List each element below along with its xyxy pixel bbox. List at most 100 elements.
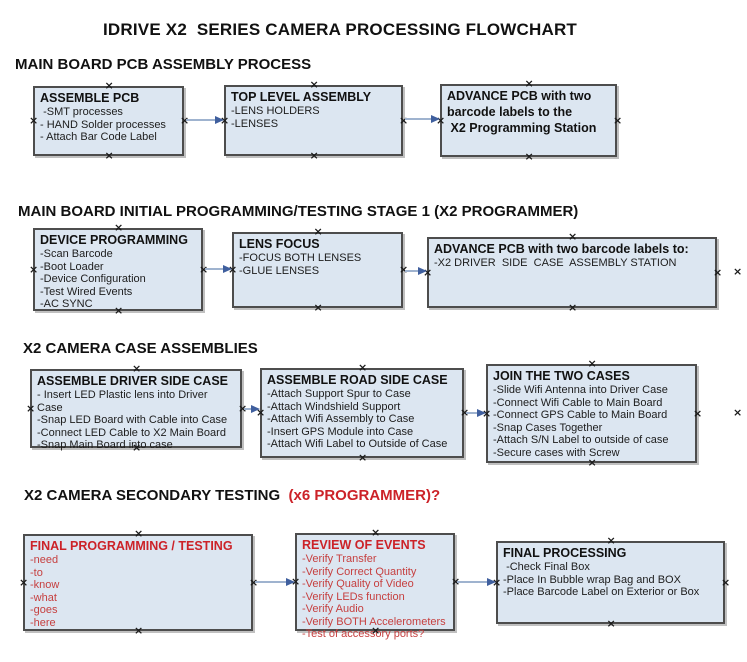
box-item: -Attach S/N Label to outside of case <box>493 434 669 446</box>
box-item: -Secure cases with Screw <box>493 446 620 459</box>
flow-box: FINAL PROGRAMMING / TESTING-need-to-know… <box>23 534 253 631</box>
box-item: -AC SYNC <box>40 298 93 310</box>
box-item-list: -Check Final Box-Place In Bubble wrap Ba… <box>503 561 719 599</box>
box-item: -Device Configuration <box>40 273 146 285</box>
box-item: -here <box>30 616 56 629</box>
box-item-list: -Verify Transfer-Verify Correct Quantity… <box>302 553 449 641</box>
arrow-head-icon <box>215 116 224 124</box>
anchor-x-mark: × <box>733 265 743 278</box>
box-item: - HAND Solder processes <box>40 118 166 131</box>
section-heading-text: MAIN BOARD INITIAL PROGRAMMING/TESTING S… <box>18 203 579 220</box>
section-heading-suffix: (x6 PROGRAMMER)? <box>284 487 441 504</box>
box-item: -LENSES <box>231 117 279 130</box>
section-heading: X2 CAMERA SECONDARY TESTING (x6 PROGRAMM… <box>24 487 440 504</box>
connector-arrow <box>405 118 433 120</box>
connector-arrow <box>405 270 420 272</box>
box-item: -LENS HOLDERS <box>231 105 320 117</box>
section-heading: MAIN BOARD PCB ASSEMBLY PROCESS <box>15 56 311 73</box>
box-item-list: -Attach Support Spur to Case-Attach Wind… <box>267 388 458 451</box>
box-item: -Boot Loader <box>40 260 104 273</box>
flow-box: DEVICE PROGRAMMING-Scan Barcode-Boot Loa… <box>33 228 203 311</box>
box-item-list: -SMT processes- HAND Solder processes- A… <box>40 106 178 144</box>
box-item: -Slide Wifi Antenna into Driver Case <box>493 384 668 396</box>
section-heading-text: MAIN BOARD PCB ASSEMBLY PROCESS <box>15 56 312 73</box>
section-heading-text: X2 CAMERA SECONDARY TESTING <box>24 487 285 504</box>
box-item: - Attach Bar Code Label <box>40 131 157 143</box>
box-item-list: - Insert LED Plastic lens into Driver Ca… <box>37 389 236 452</box>
connector-arrow <box>457 581 489 583</box>
box-item: -Verify BOTH Accelerometers <box>302 615 446 628</box>
connector-arrow <box>186 119 217 121</box>
flow-box: ASSEMBLE DRIVER SIDE CASE- Insert LED Pl… <box>30 369 242 451</box>
box-title: JOIN THE TWO CASES <box>493 369 630 383</box>
flow-box: REVIEW OF EVENTS-Verify Transfer-Verify … <box>295 533 455 640</box>
box-item: -Check Final Box <box>503 561 590 573</box>
flow-box: ASSEMBLE PCB -SMT processes- HAND Solder… <box>33 86 184 156</box>
flow-box: LENS FOCUS-FOCUS BOTH LENSES-GLUE LENSES <box>232 232 403 308</box>
box-item: -SMT processes <box>40 106 123 118</box>
arrow-head-icon <box>431 115 440 123</box>
section-heading: MAIN BOARD INITIAL PROGRAMMING/TESTING S… <box>18 203 578 220</box>
section-heading: X2 CAMERA CASE ASSEMBLIES <box>23 340 258 357</box>
box-item: -Connect Wifi Cable to Main Board <box>493 396 663 409</box>
box-item: -Attach Windshield Support <box>267 400 401 413</box>
box-title: ADVANCE PCB with two barcode labels to t… <box>447 89 597 135</box>
arrow-head-icon <box>487 578 496 586</box>
connector-arrow <box>255 581 288 583</box>
box-item: -Verify LEDs function <box>302 590 405 603</box>
box-item: -Test of accessory ports? <box>302 628 425 640</box>
box-item: -Scan Barcode <box>40 248 113 260</box>
box-title: FINAL PROCESSING <box>503 546 627 560</box>
box-title: ASSEMBLE PCB <box>40 91 140 105</box>
box-item: -Snap Cases Together <box>493 421 603 434</box>
box-title: FINAL PROGRAMMING / TESTING <box>30 539 233 553</box>
box-item-list: -need-to-know-what-goes-here <box>30 554 247 629</box>
box-item-list: -Scan Barcode-Boot Loader-Device Configu… <box>40 248 197 311</box>
connector-arrow <box>205 268 225 270</box>
box-item: -Attach Wifi Label to Outside of Case <box>267 438 448 450</box>
flow-box: ADVANCE PCB with two barcode labels to:-… <box>427 237 717 308</box>
box-title: ASSEMBLE ROAD SIDE CASE <box>267 373 448 387</box>
box-item: -Test Wired Events <box>40 285 133 298</box>
box-item: -Connect GPS Cable to Main Board <box>493 409 668 421</box>
section-heading-text: X2 CAMERA CASE ASSEMBLIES <box>23 340 258 357</box>
box-title: DEVICE PROGRAMMING <box>40 233 188 247</box>
box-item-list: -X2 DRIVER SIDE CASE ASSEMBLY STATION <box>434 257 711 270</box>
box-item-list: -LENS HOLDERS-LENSES <box>231 105 397 130</box>
box-title: ADVANCE PCB with two barcode labels to: <box>434 242 689 256</box>
box-item: -Snap Main Board into case <box>37 439 173 451</box>
arrow-head-icon <box>418 267 427 275</box>
box-item: -Attach Wifi Assembly to Case <box>267 413 415 425</box>
box-item: -Snap LED Board with Cable into Case <box>37 414 228 426</box>
box-item: -Insert GPS Module into Case <box>267 425 414 438</box>
box-item: -Place In Bubble wrap Bag and BOX <box>503 573 681 586</box>
box-item: -to <box>30 566 43 579</box>
box-item: - Insert LED Plastic lens into Driver Ca… <box>37 389 211 414</box>
connector-arrow <box>466 412 479 414</box>
box-item: -know <box>30 579 60 591</box>
box-title: LENS FOCUS <box>239 237 320 251</box>
box-item: -X2 DRIVER SIDE CASE ASSEMBLY STATION <box>434 257 677 269</box>
box-title: TOP LEVEL ASSEMBLY <box>231 90 372 104</box>
arrow-head-icon <box>251 405 260 413</box>
flow-box: TOP LEVEL ASSEMBLY-LENS HOLDERS-LENSES <box>224 85 403 156</box>
flow-box: ASSEMBLE ROAD SIDE CASE-Attach Support S… <box>260 368 464 458</box>
box-item: -Verify Audio <box>302 603 364 615</box>
flow-box: JOIN THE TWO CASES-Slide Wifi Antenna in… <box>486 364 697 463</box>
box-item: -Place Barcode Label on Exterior or Box <box>503 586 700 598</box>
box-item: -goes <box>30 604 58 616</box>
box-item-list: -FOCUS BOTH LENSES-GLUE LENSES <box>239 252 397 277</box>
anchor-x-mark: × <box>733 406 743 419</box>
box-item: -FOCUS BOTH LENSES <box>239 252 362 264</box>
arrow-head-icon <box>477 409 486 417</box>
flow-box: FINAL PROCESSING -Check Final Box-Place … <box>496 541 725 624</box>
box-item: -Verify Correct Quantity <box>302 565 417 578</box>
box-item: -GLUE LENSES <box>239 264 320 277</box>
box-item: -Attach Support Spur to Case <box>267 388 411 400</box>
box-item: -Verify Quality of Video <box>302 578 414 590</box>
box-item: -need <box>30 554 59 566</box>
arrow-head-icon <box>223 265 232 273</box>
box-item: -Connect LED Cable to X2 Main Board <box>37 426 226 439</box>
box-item-list: -Slide Wifi Antenna into Driver Case-Con… <box>493 384 691 459</box>
